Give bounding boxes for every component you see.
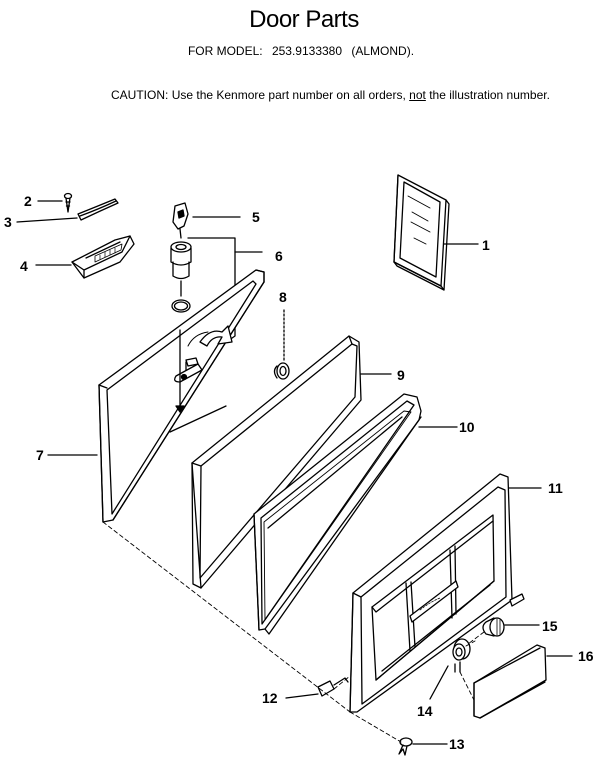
model-label: FOR MODEL: (187, 44, 263, 58)
model-number: 253.9133380 (271, 44, 343, 58)
part-1-manual (393, 174, 450, 291)
callout-1: 1 (482, 237, 490, 253)
assembly-guide-lines (102, 521, 485, 743)
part-10-gasket (253, 393, 422, 635)
part-16-light-cover (473, 644, 547, 719)
leader-line-14 (429, 665, 449, 700)
callout-13: 13 (449, 736, 465, 752)
callout-14: 14 (417, 703, 433, 719)
callout-15: 15 (542, 618, 558, 634)
callout-9: 9 (397, 367, 405, 383)
callout-6: 6 (275, 248, 283, 264)
part-7-outer-door (98, 269, 265, 523)
model-line: FOR MODEL: 253.9133380 (ALMOND). (0, 44, 608, 58)
part-9-insulation-panel (191, 335, 362, 589)
callout-8: 8 (279, 289, 287, 305)
part-12-clip (317, 677, 349, 697)
part-2-screw (63, 192, 73, 213)
leader-line-12 (285, 693, 319, 699)
caution-text-before: Use the Kenmore part number on all order… (171, 88, 406, 102)
callout-12: 12 (262, 690, 278, 706)
page-title: Door Parts (249, 6, 359, 33)
callout-11: 11 (548, 480, 563, 496)
callout-5: 5 (252, 209, 260, 225)
model-variant: (ALMOND). (351, 44, 415, 58)
callout-3: 3 (4, 214, 12, 230)
caution-emphasis: not (409, 88, 426, 102)
leader-line-3 (16, 217, 78, 223)
callout-4: 4 (20, 258, 28, 274)
callout-labels: 1 2 3 4 5 6 7 8 9 10 11 12 13 14 15 16 (4, 193, 594, 752)
caution-label: CAUTION: (111, 88, 169, 102)
part-6-lock-cylinder (170, 241, 192, 313)
caution-note: CAUTION: Use the Kenmore part number on … (111, 88, 550, 102)
part-14-lamp-socket (452, 638, 471, 673)
part-5-key (172, 202, 189, 239)
part-15-light-bulb (482, 617, 505, 637)
callout-2: 2 (24, 193, 32, 209)
callout-7: 7 (36, 447, 44, 463)
part-3-trim-strip (77, 198, 119, 221)
callout-10: 10 (459, 419, 475, 435)
part-4-handle (71, 235, 135, 279)
caution-text-after: the illustration number. (429, 88, 550, 102)
part-8-grommet (273, 309, 290, 380)
part-13-screw (398, 737, 413, 756)
callout-16: 16 (578, 648, 594, 664)
